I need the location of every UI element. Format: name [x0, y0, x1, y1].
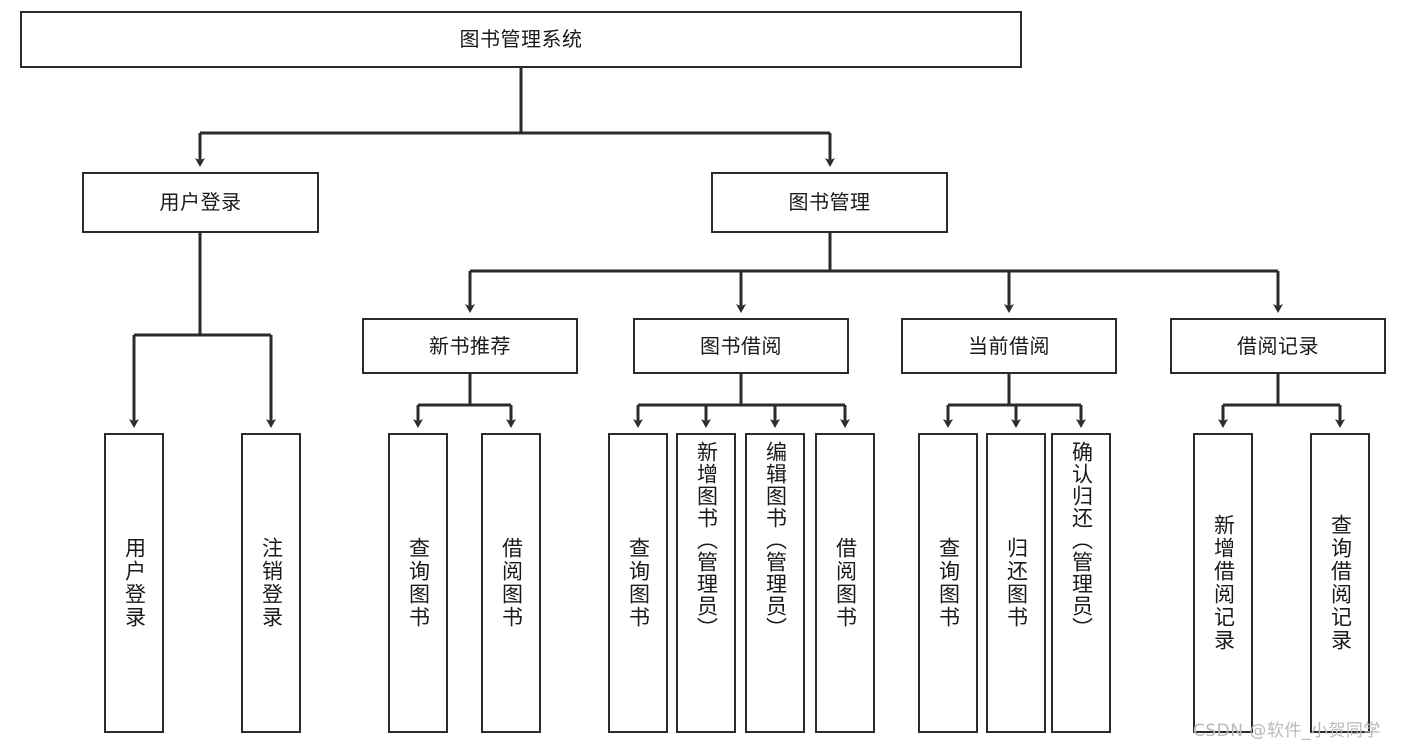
- node-leaf-add-book[interactable]: 新增图书（管理员）: [676, 433, 736, 733]
- node-book-borrow[interactable]: 图书借阅: [633, 318, 849, 374]
- node-leaf-query-book-1-label: 查询图书: [406, 537, 431, 629]
- node-user-login[interactable]: 用户登录: [82, 172, 319, 233]
- node-book-manage-label: 图书管理: [788, 190, 871, 215]
- node-leaf-query-book-3[interactable]: 查询图书: [918, 433, 978, 733]
- node-leaf-confirm-return[interactable]: 确认归还（管理员）: [1051, 433, 1111, 733]
- node-borrow-record[interactable]: 借阅记录: [1170, 318, 1386, 374]
- node-leaf-query-book-2[interactable]: 查询图书: [608, 433, 668, 733]
- node-leaf-query-book-2-label: 查询图书: [626, 537, 651, 629]
- node-new-book-recommend-label: 新书推荐: [429, 333, 511, 358]
- node-root[interactable]: 图书管理系统: [20, 11, 1022, 68]
- node-leaf-return-book[interactable]: 归还图书: [986, 433, 1046, 733]
- node-new-book-recommend[interactable]: 新书推荐: [362, 318, 578, 374]
- node-borrow-record-label: 借阅记录: [1237, 333, 1319, 358]
- node-leaf-edit-book[interactable]: 编辑图书（管理员）: [745, 433, 805, 733]
- node-leaf-user-login[interactable]: 用户登录: [104, 433, 164, 733]
- node-leaf-add-record-label: 新增借阅记录: [1211, 514, 1236, 652]
- watermark-text: CSDN @软件_小贺同学: [1193, 721, 1381, 741]
- node-leaf-return-book-label: 归还图书: [1004, 537, 1029, 629]
- node-user-login-label: 用户登录: [159, 190, 242, 215]
- node-leaf-query-book-1[interactable]: 查询图书: [388, 433, 448, 733]
- node-leaf-confirm-return-label: 确认归还（管理员）: [1069, 441, 1094, 639]
- node-leaf-add-book-label: 新增图书（管理员）: [694, 441, 719, 639]
- node-leaf-add-record[interactable]: 新增借阅记录: [1193, 433, 1253, 733]
- node-book-borrow-label: 图书借阅: [700, 333, 782, 358]
- node-leaf-query-record[interactable]: 查询借阅记录: [1310, 433, 1370, 733]
- node-leaf-user-login-label: 用户登录: [122, 537, 147, 629]
- node-leaf-logout-label: 注销登录: [259, 537, 284, 629]
- node-leaf-borrow-book-2-label: 借阅图书: [833, 537, 858, 629]
- node-leaf-borrow-book-1[interactable]: 借阅图书: [481, 433, 541, 733]
- node-root-label: 图书管理系统: [459, 27, 583, 52]
- node-leaf-query-book-3-label: 查询图书: [936, 537, 961, 629]
- node-current-borrow-label: 当前借阅: [968, 333, 1050, 358]
- node-leaf-edit-book-label: 编辑图书（管理员）: [763, 441, 788, 639]
- node-leaf-borrow-book-1-label: 借阅图书: [499, 537, 524, 629]
- node-current-borrow[interactable]: 当前借阅: [901, 318, 1117, 374]
- node-book-manage[interactable]: 图书管理: [711, 172, 948, 233]
- node-leaf-query-record-label: 查询借阅记录: [1328, 514, 1353, 652]
- node-leaf-borrow-book-2[interactable]: 借阅图书: [815, 433, 875, 733]
- node-leaf-logout[interactable]: 注销登录: [241, 433, 301, 733]
